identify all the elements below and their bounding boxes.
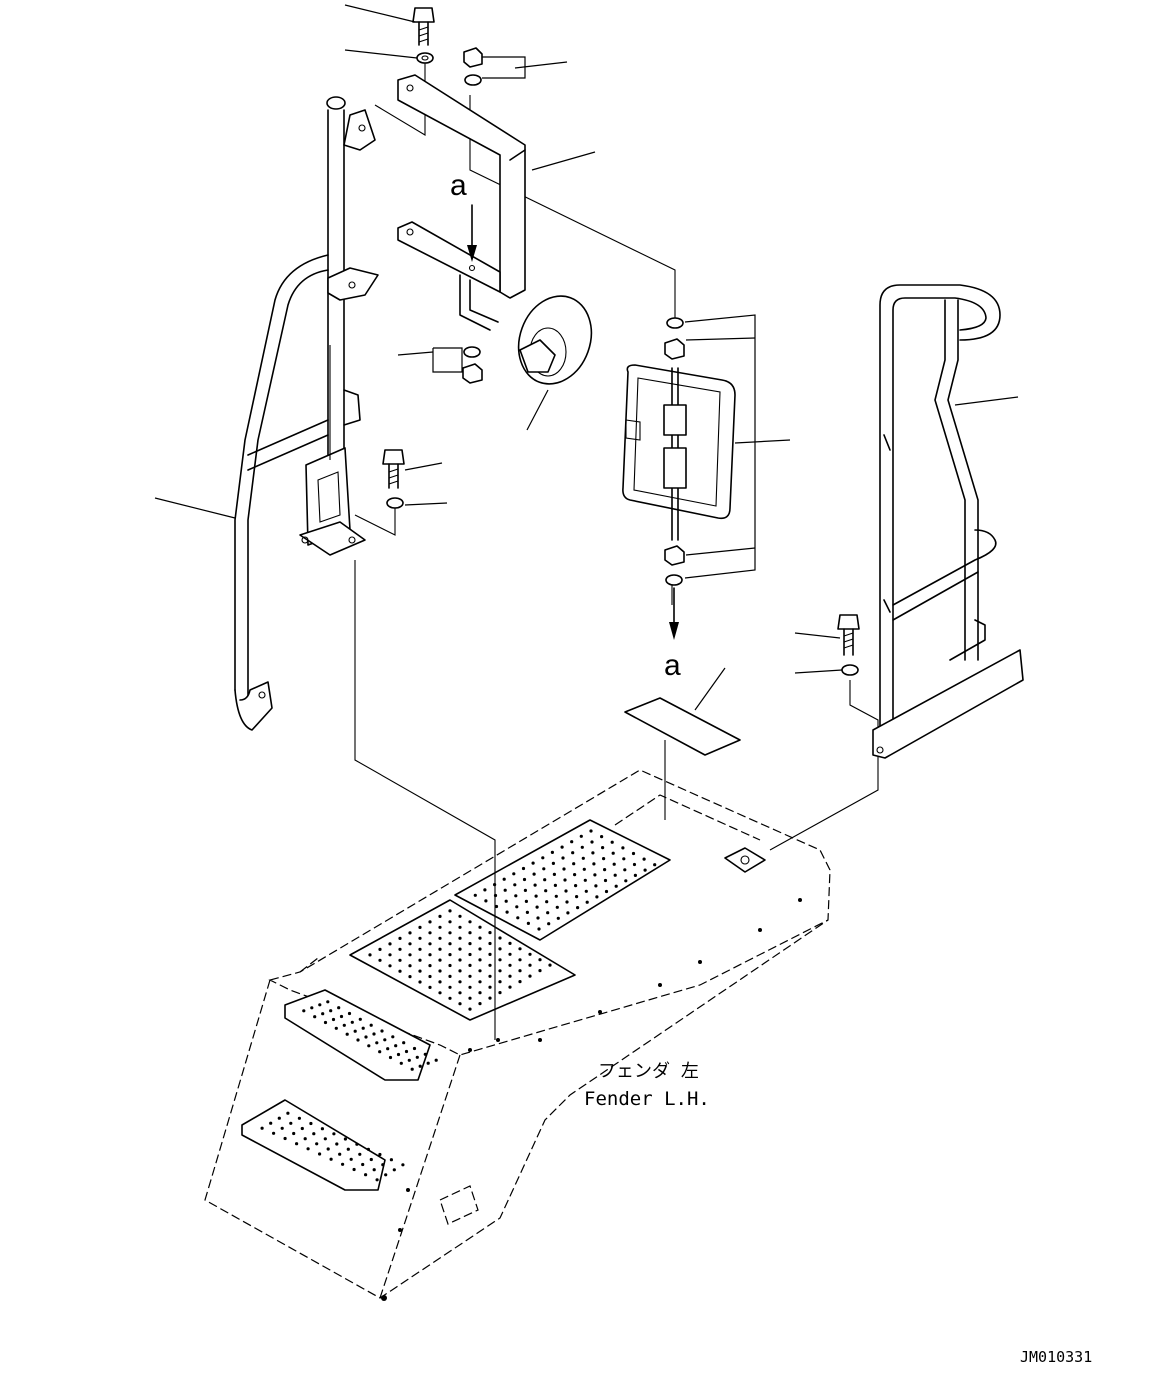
svg-text:a: a — [450, 169, 467, 202]
bolt-right — [837, 614, 860, 676]
caution-plate — [624, 697, 741, 756]
perforated-plate-front — [349, 899, 576, 1021]
svg-text:a: a — [664, 649, 681, 682]
view-mark-bottom: a — [664, 587, 681, 682]
washer-top — [416, 52, 434, 64]
left-handrail — [234, 96, 379, 731]
mirror-arm — [397, 74, 526, 331]
leader-lines — [154, 4, 1019, 711]
nut-washer-mid — [462, 346, 483, 384]
bolt-top — [412, 7, 435, 46]
mirror-fasteners — [664, 317, 685, 586]
drawing-number: JM010331 — [1020, 1348, 1092, 1366]
perforated-plate-rear — [454, 819, 671, 941]
step-upper — [284, 989, 438, 1081]
fender-bracket — [724, 847, 766, 873]
view-mark-top: a — [450, 169, 477, 262]
step-lower — [241, 1099, 405, 1191]
round-mirror — [517, 295, 593, 385]
bolt-mid — [382, 449, 405, 509]
right-handrail — [872, 284, 1024, 759]
rect-mirror — [622, 364, 736, 541]
fender-label-en: Fender L.H. — [584, 1088, 710, 1110]
nut-washer-top — [463, 47, 483, 86]
fender-lh — [204, 769, 831, 1301]
fender-label-jp: フェンダ 左 — [598, 1061, 699, 1082]
assembly-lines — [354, 62, 879, 1040]
